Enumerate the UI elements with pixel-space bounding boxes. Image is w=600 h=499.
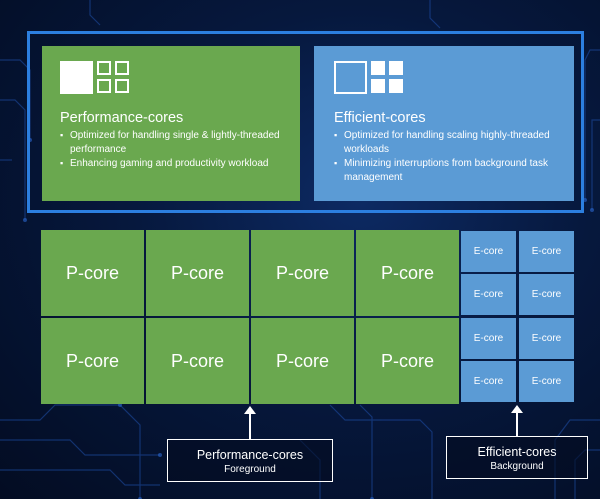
e-core-block: E-core: [519, 231, 574, 272]
p-core-block: P-core: [146, 230, 249, 316]
solid-square-icon: [60, 61, 93, 94]
efficient-up-arrow-icon: [511, 405, 523, 436]
outline-square-icon: [334, 61, 367, 94]
p-core-block: P-core: [41, 230, 144, 316]
efficient-cores-title: Efficient-cores: [334, 110, 426, 126]
performance-cores-bullets: Optimized for handling single & lightly-…: [60, 129, 282, 172]
performance-label-subtitle: Foreground: [224, 464, 276, 475]
performance-cores-title: Performance-cores: [60, 110, 184, 126]
performance-cores-label: Performance-cores Foreground: [167, 439, 333, 482]
bullet-item: Minimizing interruptions from background…: [334, 157, 556, 184]
p-core-block: P-core: [41, 318, 144, 404]
performance-cores-panel: Performance-cores Optimized for handling…: [42, 46, 300, 201]
efficient-label-title: Efficient-cores: [477, 445, 557, 459]
e-core-block: E-core: [461, 361, 516, 402]
efficient-label-subtitle: Background: [490, 461, 544, 472]
efficient-cores-panel: Efficient-cores Optimized for handling s…: [314, 46, 574, 201]
bullet-item: Enhancing gaming and productivity worklo…: [60, 157, 282, 171]
p-core-block: P-core: [356, 318, 459, 404]
solid-grid-icon: [371, 61, 404, 94]
e-core-block: E-core: [461, 231, 516, 272]
performance-label-title: Performance-cores: [196, 448, 304, 462]
bullet-item: Optimized for handling scaling highly-th…: [334, 129, 556, 156]
efficient-cores-bullets: Optimized for handling scaling highly-th…: [334, 129, 556, 185]
p-core-block: P-core: [356, 230, 459, 316]
e-core-block: E-core: [519, 318, 574, 359]
outline-grid-icon: [97, 61, 130, 94]
e-core-block: E-core: [461, 318, 516, 359]
core-types-frame: [27, 31, 584, 213]
efficient-cores-label: Efficient-cores Background: [446, 436, 588, 479]
bullet-item: Optimized for handling single & lightly-…: [60, 129, 282, 156]
e-core-block: E-core: [519, 361, 574, 402]
e-core-block: E-core: [519, 274, 574, 315]
performance-up-arrow-icon: [244, 406, 256, 439]
p-core-block: P-core: [251, 318, 354, 404]
core-block-icon: [60, 61, 130, 94]
p-core-block: P-core: [146, 318, 249, 404]
core-block-icon: [334, 61, 404, 94]
p-core-block: P-core: [251, 230, 354, 316]
e-core-block: E-core: [461, 274, 516, 315]
